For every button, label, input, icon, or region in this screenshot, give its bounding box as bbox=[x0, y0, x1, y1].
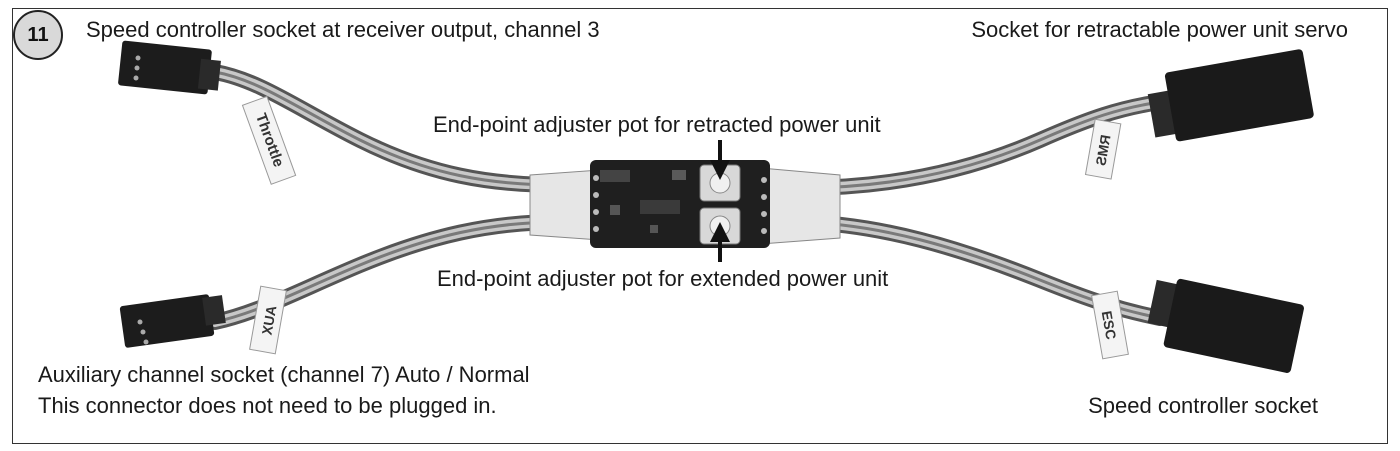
tag-esc bbox=[1091, 290, 1129, 360]
shrink-tube-left bbox=[529, 169, 601, 241]
connector-throttle bbox=[118, 40, 221, 95]
connector-aux bbox=[119, 294, 226, 348]
tag-rms-text: RMS bbox=[1092, 133, 1113, 166]
cable-rms bbox=[792, 94, 1168, 196]
connector-rms bbox=[1147, 49, 1314, 142]
tag-throttle bbox=[241, 95, 297, 185]
label-top-right: Socket for retractable power unit servo bbox=[971, 17, 1348, 42]
label-pot-extended: End-point adjuster pot for extended powe… bbox=[437, 266, 889, 291]
label-bottom-right: Speed controller socket bbox=[1088, 393, 1318, 418]
shrink-tube-right bbox=[759, 167, 841, 245]
label-top-left: Speed controller socket at receiver outp… bbox=[86, 17, 600, 42]
tag-esc-text: ESC bbox=[1099, 310, 1120, 341]
label-aux-line2: This connector does not need to be plugg… bbox=[38, 393, 497, 418]
pot-retracted bbox=[699, 164, 741, 202]
tag-aux-text: AUX bbox=[258, 304, 279, 337]
label-pot-retracted: End-point adjuster pot for retracted pow… bbox=[433, 112, 881, 137]
cable-throttle bbox=[207, 64, 568, 193]
connector-esc bbox=[1147, 278, 1304, 373]
circuit-board bbox=[590, 160, 770, 248]
tag-aux bbox=[249, 285, 287, 355]
figure-number-badge: 11 bbox=[13, 10, 63, 60]
figure-frame bbox=[12, 8, 1388, 444]
arrow-down-icon bbox=[710, 140, 730, 180]
tag-rms bbox=[1084, 118, 1122, 180]
arrow-up-icon bbox=[710, 222, 730, 262]
label-aux-line1: Auxiliary channel socket (channel 7) Aut… bbox=[38, 362, 530, 387]
